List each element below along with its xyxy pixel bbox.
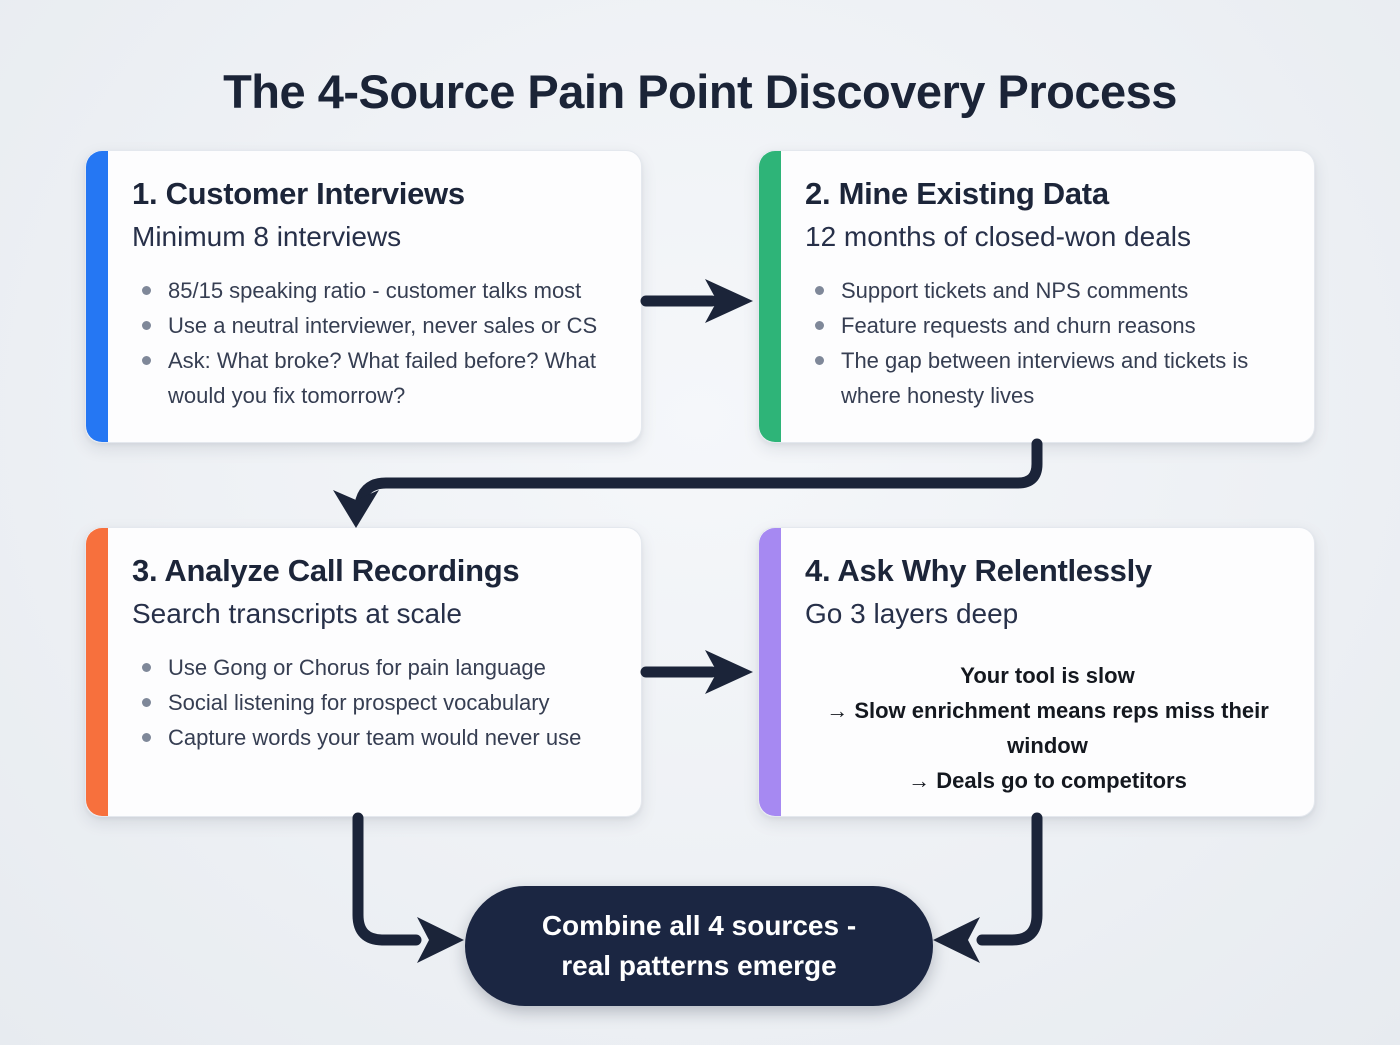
card-subtitle: 12 months of closed-won deals <box>805 221 1191 252</box>
card-heading: 3. Analyze Call Recordings <box>132 553 520 588</box>
conclusion-pill: Combine all 4 sources - real patterns em… <box>465 886 933 1006</box>
card-heading: 1. Customer Interviews <box>132 176 465 211</box>
arrow-card4-to-conclusion <box>933 812 1043 963</box>
card-analyze-call-recordings: 3. Analyze Call Recordings Search transc… <box>85 527 642 817</box>
bullet-item: Social listening for prospect vocabulary <box>132 685 617 720</box>
card-customer-interviews: 1. Customer Interviews Minimum 8 intervi… <box>85 150 642 443</box>
bullet-item: Use Gong or Chorus for pain language <box>132 650 617 685</box>
arrow-card2-to-card3 <box>333 438 1043 528</box>
arrow-card3-to-conclusion <box>352 812 464 963</box>
bullet-item: Feature requests and churn reasons <box>805 308 1290 343</box>
why-chain: Your tool is slow → Slow enrichment mean… <box>805 658 1290 798</box>
bullet-item: 85/15 speaking ratio - customer talks mo… <box>132 273 617 308</box>
conclusion-line-2: real patterns emerge <box>561 950 837 981</box>
why-chain-line: Your tool is slow <box>960 663 1135 688</box>
bullet-item: Use a neutral interviewer, never sales o… <box>132 308 617 343</box>
card-subtitle: Go 3 layers deep <box>805 598 1019 629</box>
card-accent-bar <box>759 151 781 442</box>
card-accent-bar <box>86 151 108 442</box>
card-heading: 4. Ask Why Relentlessly <box>805 553 1152 588</box>
why-chain-line: → Deals go to competitors <box>908 768 1187 793</box>
card-mine-existing-data: 2. Mine Existing Data 12 months of close… <box>758 150 1315 443</box>
page-title: The 4-Source Pain Point Discovery Proces… <box>223 65 1177 118</box>
card-bullet-list: Support tickets and NPS comments Feature… <box>805 273 1290 413</box>
arrow-card3-to-card4 <box>640 650 753 694</box>
card-accent-bar <box>759 528 781 816</box>
card-subtitle: Search transcripts at scale <box>132 598 462 629</box>
bullet-item: Ask: What broke? What failed before? Wha… <box>132 343 617 413</box>
card-subtitle: Minimum 8 interviews <box>132 221 402 252</box>
arrow-card1-to-card2 <box>640 279 753 323</box>
card-heading: 2. Mine Existing Data <box>805 176 1109 211</box>
conclusion-line-1: Combine all 4 sources - <box>541 910 857 941</box>
card-accent-bar <box>86 528 108 816</box>
bullet-item: The gap between interviews and tickets i… <box>805 343 1290 413</box>
bullet-item: Capture words your team would never use <box>132 720 617 755</box>
card-ask-why-relentlessly: 4. Ask Why Relentlessly Go 3 layers deep… <box>758 527 1315 817</box>
why-chain-line: → Slow enrichment means reps miss their … <box>826 698 1269 758</box>
card-bullet-list: Use Gong or Chorus for pain language Soc… <box>132 650 617 755</box>
bullet-item: Support tickets and NPS comments <box>805 273 1290 308</box>
card-bullet-list: 85/15 speaking ratio - customer talks mo… <box>132 273 617 413</box>
